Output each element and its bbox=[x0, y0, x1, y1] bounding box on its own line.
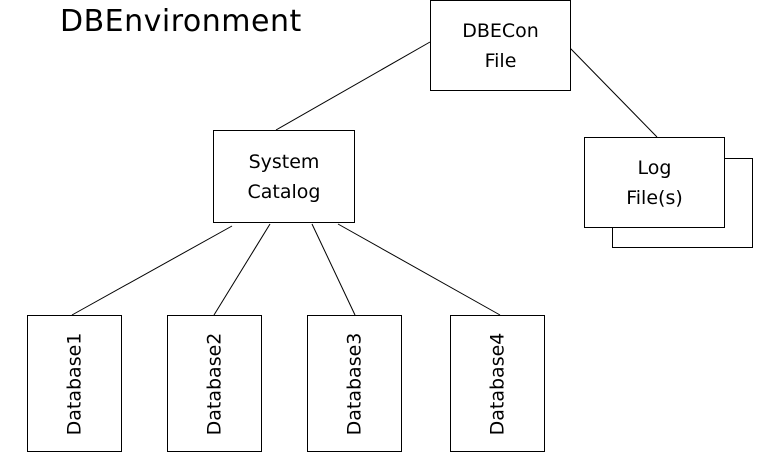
database4-label: Database4 bbox=[486, 332, 509, 435]
database3-node: Database3 bbox=[307, 315, 402, 452]
database1-label: Database1 bbox=[63, 332, 86, 435]
database2-node: Database2 bbox=[167, 315, 262, 452]
system-catalog-node: System Catalog bbox=[213, 130, 355, 223]
database4-node: Database4 bbox=[450, 315, 545, 452]
edge-system-catalog-to-database3 bbox=[311, 223, 356, 316]
edge-dbecon-to-log-files bbox=[569, 47, 658, 138]
system-catalog-label-line2: Catalog bbox=[247, 180, 321, 203]
edge-system-catalog-to-database1 bbox=[71, 225, 233, 316]
log-files-label-line1: Log bbox=[637, 156, 672, 179]
edge-dbecon-to-system-catalog bbox=[275, 41, 431, 131]
log-files-node: Log File(s) bbox=[584, 137, 725, 228]
edge-system-catalog-to-database4 bbox=[337, 223, 501, 316]
diagram-title: DBEnvironment bbox=[60, 4, 302, 39]
log-files-label-line2: File(s) bbox=[626, 186, 683, 209]
dbecon-file-label-line2: File bbox=[484, 49, 517, 72]
dbecon-file-node: DBECon File bbox=[430, 0, 571, 91]
database1-node: Database1 bbox=[27, 315, 122, 452]
edge-system-catalog-to-database2 bbox=[213, 223, 271, 316]
database2-label: Database2 bbox=[203, 332, 226, 435]
dbecon-file-label-line1: DBECon bbox=[462, 19, 539, 42]
database3-label: Database3 bbox=[343, 332, 366, 435]
system-catalog-label-line1: System bbox=[248, 150, 320, 173]
